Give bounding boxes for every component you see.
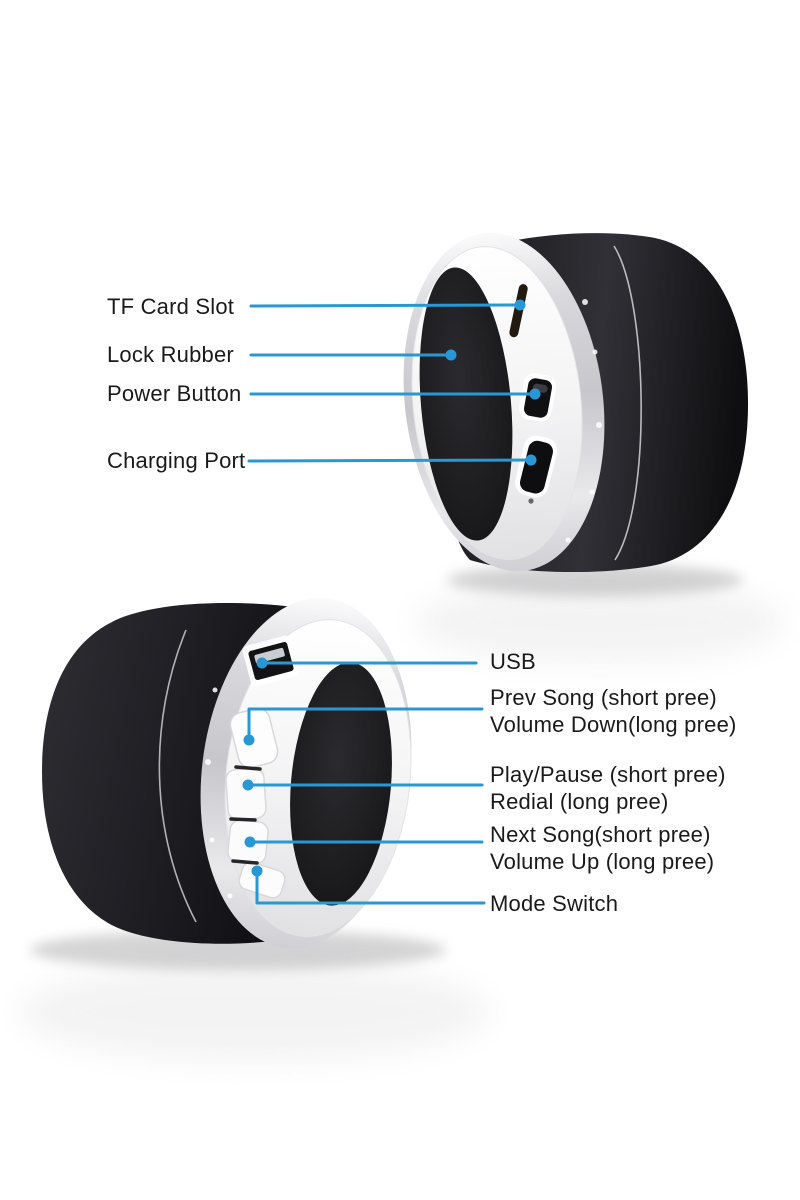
tf-card-slot xyxy=(509,284,528,338)
label-next-song-line1: Next Song(short pree) xyxy=(490,822,711,847)
top-led-sparkles xyxy=(565,299,602,543)
top-speaker-shadow xyxy=(447,564,743,596)
label-play-pause: Play/Pause (short pree) Redial (long pre… xyxy=(490,761,726,815)
play-pause-button xyxy=(225,767,267,821)
power-button-dot xyxy=(529,388,541,400)
top-speaker-accent-line xyxy=(613,245,642,561)
label-mode-switch: Mode Switch xyxy=(490,891,619,916)
label-usb: USB xyxy=(490,649,536,674)
usb-port xyxy=(242,635,300,687)
label-charging-port: Charging Port xyxy=(107,448,246,473)
top-speaker-reflection xyxy=(415,580,785,664)
bottom-speaker-photo xyxy=(20,597,490,1062)
prev-song-dot xyxy=(243,734,255,746)
label-next-song-line2: Volume Up (long pree) xyxy=(490,849,715,874)
label-lock-rubber: Lock Rubber xyxy=(107,342,234,367)
label-prev-song-line2: Volume Down(long pree) xyxy=(490,712,737,737)
lock-rubber xyxy=(419,267,513,541)
mode-switch-line xyxy=(255,872,486,905)
label-prev-song-line1: Prev Song (short pree) xyxy=(490,685,717,710)
mic-hole xyxy=(528,498,534,504)
top-speaker-photo xyxy=(403,232,785,664)
bottom-speaker-shadow xyxy=(30,930,446,970)
lock-rubber-dot xyxy=(445,349,457,361)
charging-port-dot xyxy=(525,454,537,466)
next-song-dot xyxy=(244,836,256,848)
bottom-callout-lines xyxy=(242,657,486,905)
label-prev-song: Prev Song (short pree) Volume Down(long … xyxy=(490,684,737,738)
bottom-speaker-accent-line xyxy=(158,629,197,923)
mode-switch-dot xyxy=(251,865,263,877)
label-next-song: Next Song(short pree) Volume Up (long pr… xyxy=(490,821,714,875)
usb-dot xyxy=(256,657,268,669)
play-pause-dot xyxy=(242,779,254,791)
bottom-led-sparkles xyxy=(205,687,233,899)
tf-card-slot-dot xyxy=(514,299,526,311)
bottom-speaker-reflection xyxy=(20,962,490,1062)
button-separators xyxy=(229,765,262,865)
label-play-pause-line1: Play/Pause (short pree) xyxy=(490,762,726,787)
prev-song-line xyxy=(247,707,484,739)
label-tf-card-slot: TF Card Slot xyxy=(107,294,235,319)
label-power-button: Power Button xyxy=(107,381,242,406)
label-play-pause-line2: Redial (long pree) xyxy=(490,789,669,814)
tf-card-slot-line xyxy=(249,303,522,308)
charging-port xyxy=(519,440,553,494)
charging-port-line xyxy=(247,458,533,463)
top-callout-lines xyxy=(247,299,541,466)
